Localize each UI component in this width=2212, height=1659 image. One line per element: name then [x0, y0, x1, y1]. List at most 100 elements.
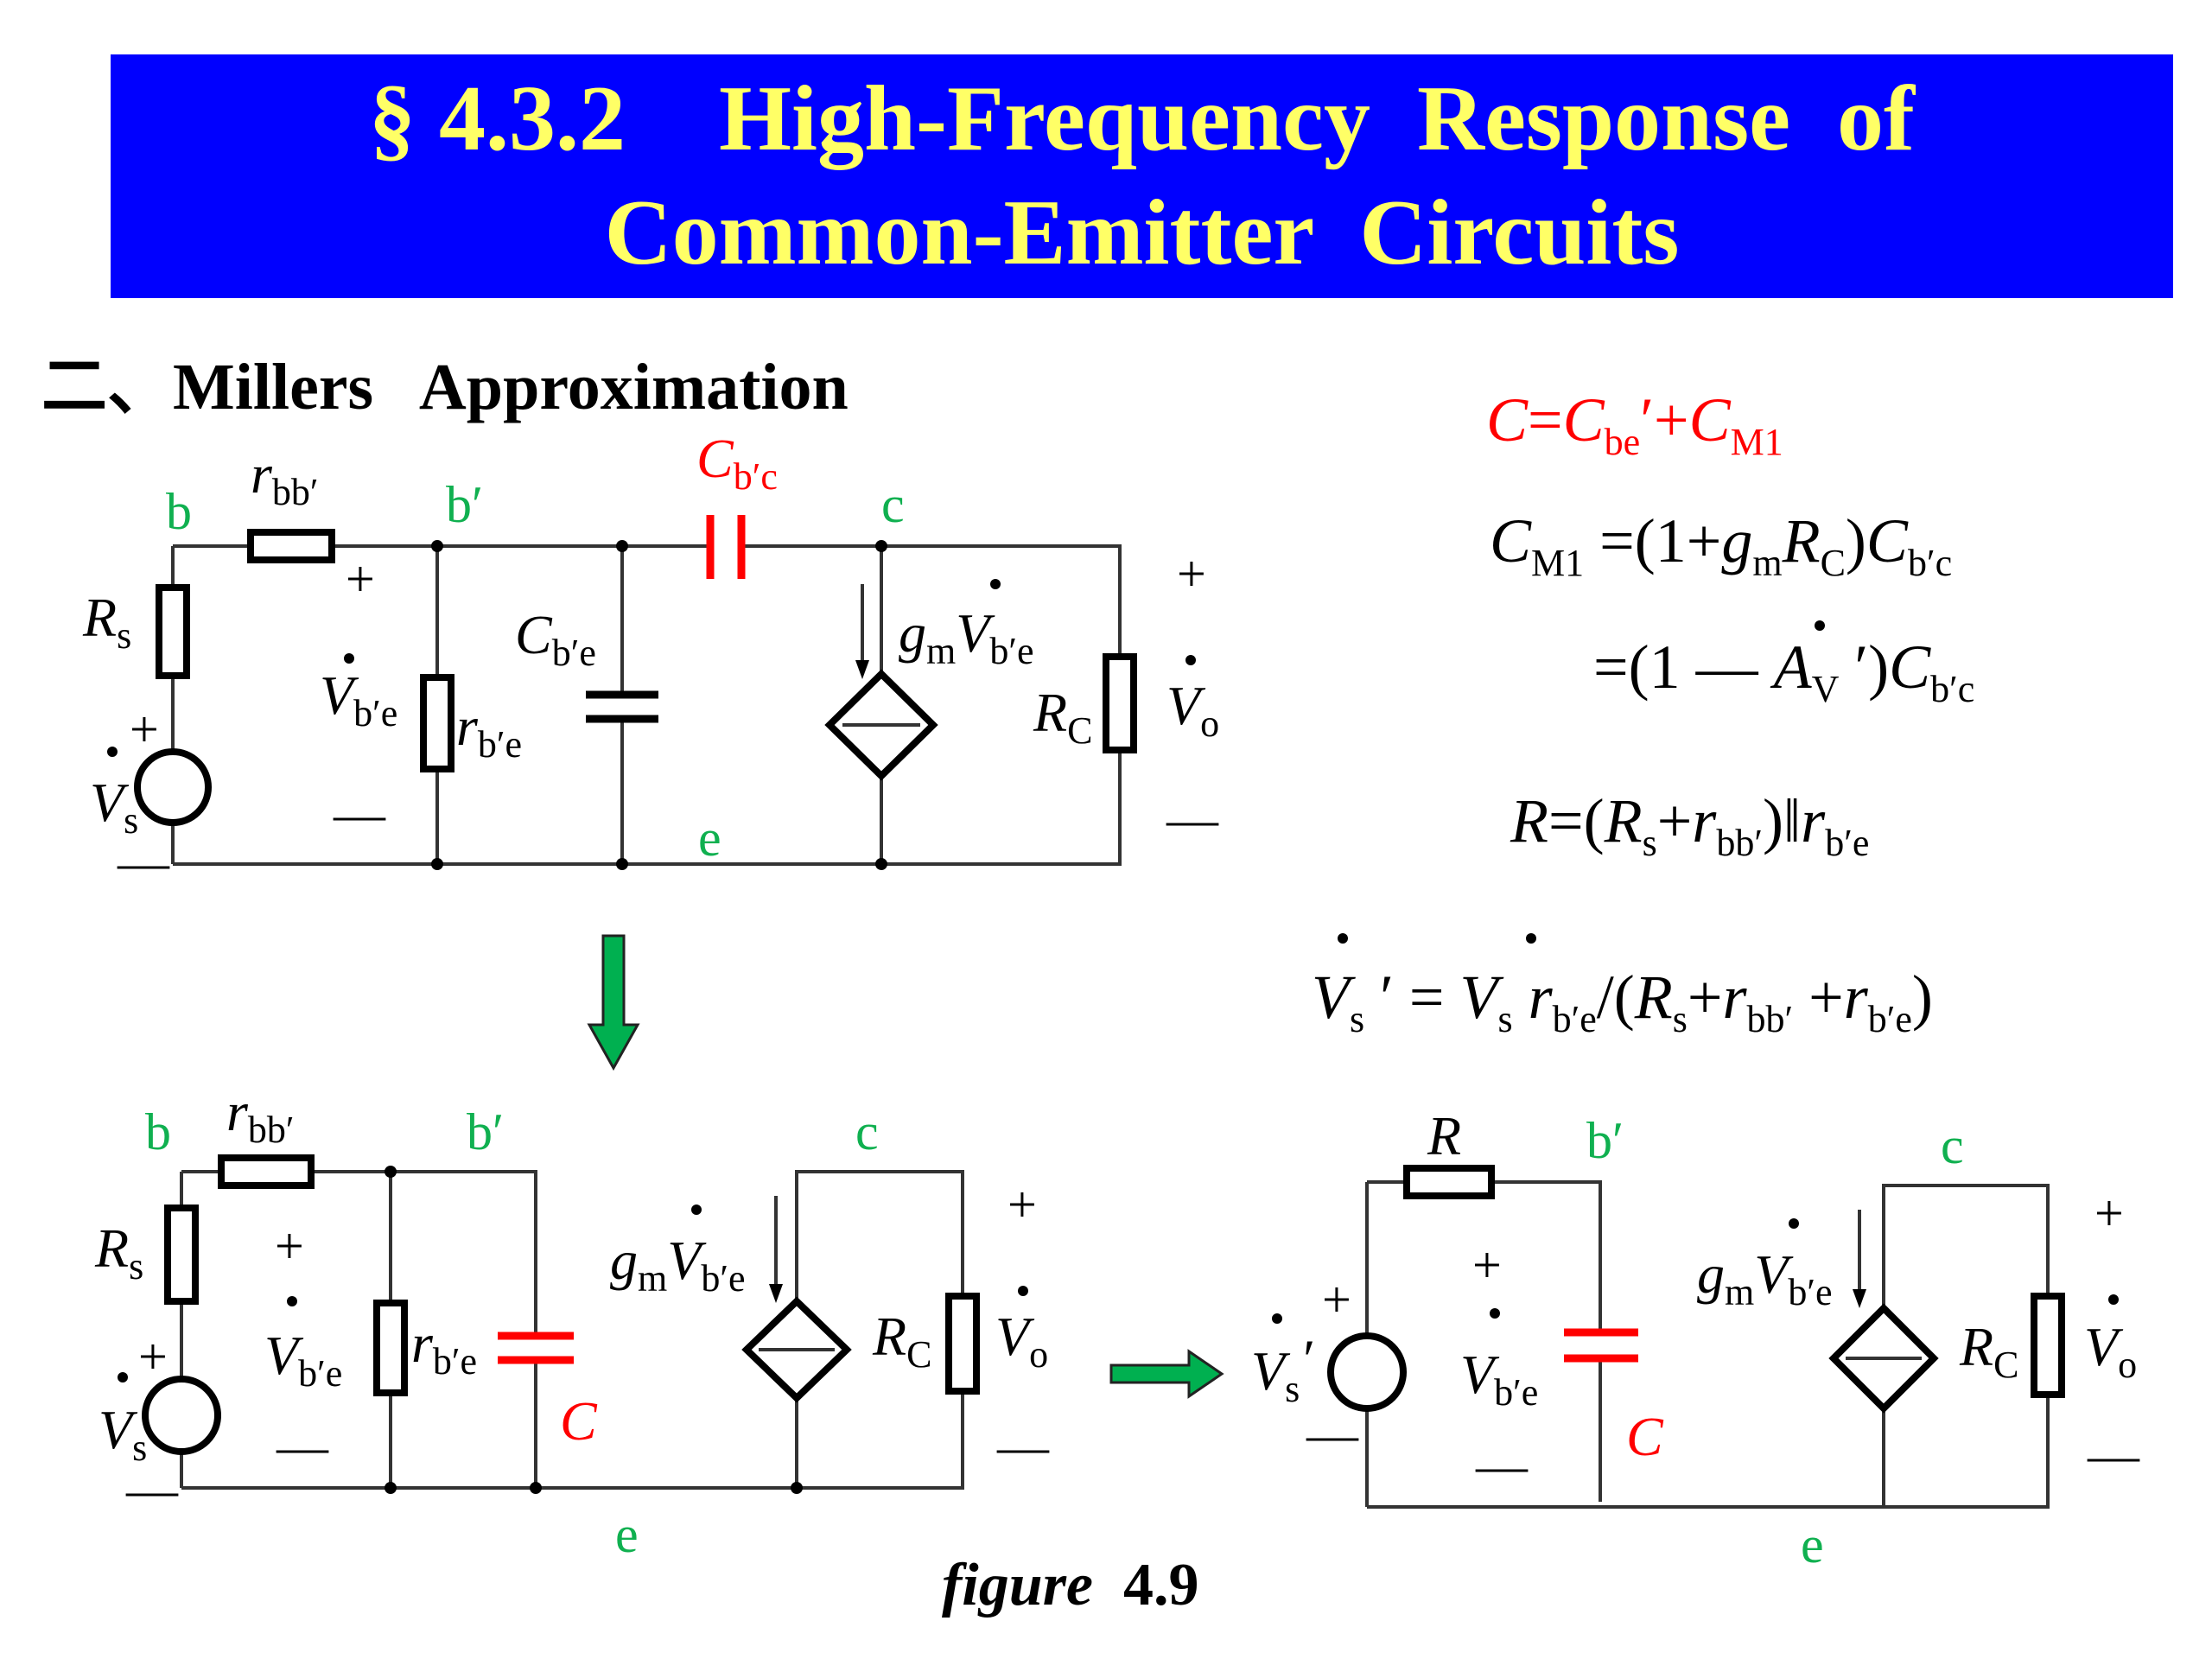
phasor-dot — [1338, 933, 1348, 944]
minus-sign: — — [117, 834, 170, 891]
bl-rbb-label: rbb′ — [226, 1081, 295, 1151]
junction-dot — [385, 1482, 397, 1494]
junction-dot — [616, 540, 628, 552]
figure-caption-label: figure — [942, 1552, 1093, 1618]
title-line-1: § 4.3.2 High-Frequency Response of — [368, 67, 1915, 170]
phasor-dot — [1272, 1313, 1282, 1324]
phasor-dot — [107, 747, 118, 757]
plus-sign: + — [2094, 1185, 2124, 1242]
junction-dot — [385, 1166, 397, 1178]
minus-sign: — — [333, 785, 386, 842]
cbc-label: Cb′c — [696, 428, 778, 498]
equation-c-total: C=Cbe′+CM1 — [1486, 385, 1783, 463]
junction-dot — [791, 1482, 803, 1494]
node-b-prime: b′ — [467, 1103, 504, 1160]
figure-caption: figure 4.9 — [942, 1551, 1199, 1620]
bl-wire-bottom — [181, 1391, 964, 1490]
title-banner: § 4.3.2 High-Frequency Response of Commo… — [111, 54, 2173, 298]
rbb-resistor — [247, 529, 335, 563]
equation-r: R=(Rs+rbb′)‖rb′e — [1510, 786, 1869, 864]
plus-sign: + — [130, 701, 159, 758]
bl-gm-arrow-head — [769, 1284, 783, 1303]
minus-sign: — — [996, 1418, 1050, 1475]
vbe-label: Vb′e — [320, 664, 397, 734]
minus-sign: — — [125, 1461, 179, 1518]
equation-vs-prime: Vs ′ = Vs rb′e/(Rs+rbb′ +rb′e) — [1312, 963, 1933, 1040]
node-b: b — [166, 483, 192, 540]
phasor-dot — [1815, 620, 1825, 631]
bl-vbe-label: Vb′e — [264, 1325, 342, 1395]
br-c-label: C — [1626, 1406, 1664, 1467]
plus-sign: + — [1007, 1176, 1037, 1233]
br-vbe-label: Vb′e — [1460, 1344, 1538, 1414]
bl-rs-resistor — [164, 1205, 199, 1305]
top-wire-upper-3 — [743, 544, 1122, 657]
bl-vs-label: Vs — [99, 1399, 147, 1469]
br-vs-label: Vs′ — [1251, 1328, 1313, 1410]
equation-cm1: CM1 =(1+gmRC)Cb′c — [1490, 506, 1952, 584]
rbb-label: rbb′ — [251, 443, 319, 513]
vs-source — [134, 748, 212, 826]
node-b-prime: b′ — [1586, 1112, 1624, 1169]
bl-rc-label: RC — [872, 1306, 931, 1376]
equations: C=Cbe′+CM1 CM1 =(1+gmRC)Cb′c =(1 — AV ′)… — [1312, 385, 1974, 1040]
right-arrow-icon — [1109, 1349, 1224, 1399]
br-rc-label: RC — [1959, 1316, 2018, 1386]
minus-sign: — — [1475, 1437, 1529, 1494]
br-wire-output-top — [1882, 1184, 2050, 1308]
figure-caption-number: 4.9 — [1123, 1552, 1199, 1618]
bl-rbb-resistor — [218, 1154, 315, 1189]
minus-sign: — — [276, 1418, 329, 1475]
bl-c-label: C — [560, 1390, 598, 1452]
node-e: e — [615, 1506, 639, 1563]
phasor-dot — [118, 1372, 128, 1382]
down-arrow-icon — [587, 934, 640, 1071]
plus-sign: + — [346, 550, 375, 607]
node-e: e — [698, 810, 721, 867]
br-rc-resistor — [2031, 1293, 2065, 1398]
phasor-dot — [1490, 1308, 1500, 1319]
rc-label: RC — [1033, 682, 1092, 752]
bl-vs-source — [142, 1376, 221, 1455]
br-wire-bottom — [1367, 1395, 2050, 1509]
junction-dot — [875, 858, 887, 870]
vs-label: Vs — [90, 772, 138, 842]
node-c: c — [1941, 1117, 1964, 1174]
plus-sign: + — [138, 1328, 168, 1385]
gm-vbe-label: gmVb′e — [899, 602, 1033, 672]
bottom-left-circuit: b b′ c e Rs rbb′ Vb′e rb′e C gmVb′e RC V… — [94, 1081, 1050, 1563]
bl-wire-upper-2 — [311, 1170, 537, 1336]
bottom-right-circuit: b′ c e R Vs′ Vb′e C gmVb′e RC Vo + — + —… — [1251, 1105, 2140, 1573]
plus-sign: + — [1177, 545, 1206, 602]
junction-dot — [616, 858, 628, 870]
top-circuit: b b′ c e Rs rbb′ Vb′e rb′e Cb′e Cb′c gmV… — [82, 428, 1219, 891]
vo-label: Vo — [1166, 675, 1219, 745]
node-c: c — [881, 476, 905, 533]
node-e: e — [1801, 1516, 1824, 1573]
br-vs-source — [1327, 1332, 1407, 1412]
rbe-resistor — [420, 674, 454, 772]
bl-rc-resistor — [945, 1293, 980, 1395]
minus-sign: — — [1166, 791, 1219, 848]
top-wire-bottom — [173, 750, 1122, 866]
phasor-dot — [691, 1205, 702, 1215]
bl-wire-output-top — [795, 1170, 964, 1301]
phasor-dot — [287, 1296, 297, 1306]
phasor-dot — [344, 653, 354, 664]
bl-gm-vbe-label: gmVb′e — [610, 1230, 745, 1300]
bl-rbe-label: rb′e — [411, 1313, 477, 1382]
plus-sign: + — [275, 1217, 304, 1274]
rbe-label: rb′e — [456, 696, 522, 766]
node-b-prime: b′ — [446, 476, 483, 533]
equation-cm1-gain: =(1 — AV ′)Cb′c — [1593, 632, 1974, 710]
junction-dot — [875, 540, 887, 552]
phasor-dot — [1526, 933, 1536, 944]
phasor-dot — [2108, 1294, 2119, 1305]
phasor-dot — [990, 579, 1001, 589]
phasor-dot — [1185, 655, 1196, 665]
cbe-label: Cb′e — [515, 604, 596, 674]
br-r-resistor — [1403, 1165, 1495, 1199]
bl-vo-label: Vo — [995, 1306, 1048, 1376]
br-wire-upper-2 — [1491, 1180, 1602, 1332]
minus-sign: — — [2087, 1427, 2140, 1484]
